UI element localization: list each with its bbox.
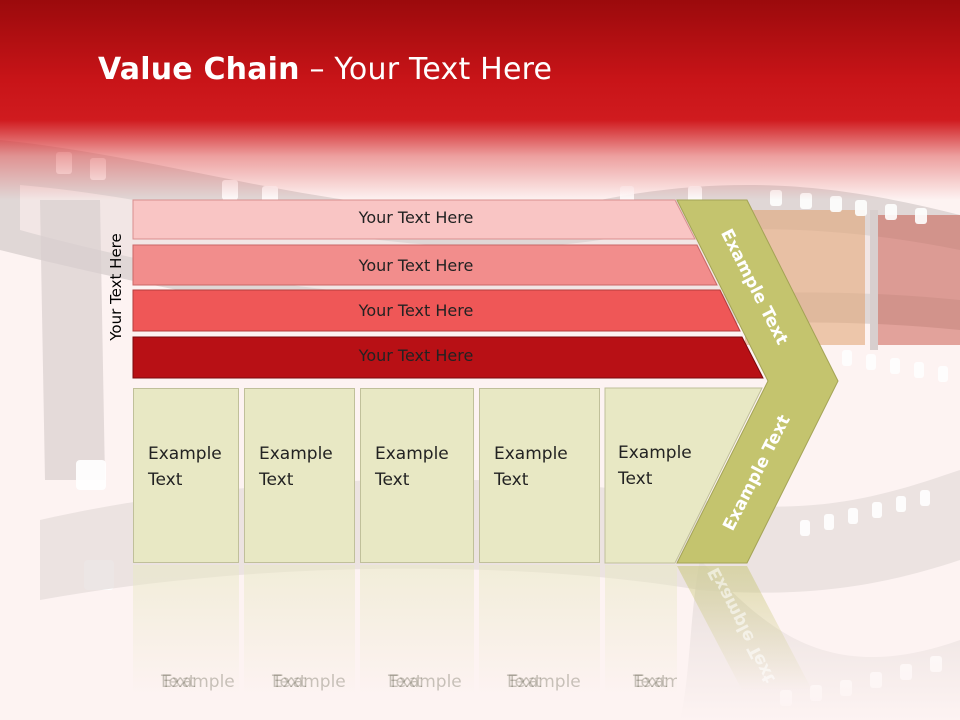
title-bold: Value Chain <box>98 52 300 87</box>
band-2 <box>132 244 718 286</box>
slide-title: Value Chain – Your Text Here <box>98 52 552 87</box>
chevron-reflection <box>677 566 812 690</box>
band-2-text: Your Text Here <box>358 256 474 275</box>
box-3-line2: Text <box>375 470 410 490</box>
box-5-line2: Text <box>618 469 653 489</box>
box-4-line2: Text <box>494 470 529 490</box>
box-5-line1: Example <box>618 443 692 463</box>
band-1 <box>132 199 696 240</box>
band-4 <box>132 336 764 379</box>
band-3-text: Your Text Here <box>358 301 474 320</box>
box-2-reflection-line2: Text <box>272 672 307 692</box>
band-1-text: Your Text Here <box>358 208 474 227</box>
chevron-arrow <box>676 199 839 564</box>
box-4-line1: Example <box>494 444 568 464</box>
band-4-text: Your Text Here <box>358 346 474 365</box>
vertical-label-text: Your Text Here <box>107 233 125 341</box>
box-2-line2: Text <box>259 470 294 490</box>
box-4-reflection-line2: Text <box>507 672 542 692</box>
box-1-line2: Text <box>148 470 183 490</box>
box-1-reflection-line2: Text <box>161 672 196 692</box>
box-3-line1: Example <box>375 444 449 464</box>
box-2-line1: Example <box>259 444 333 464</box>
box-1-line1: Example <box>148 444 222 464</box>
box-3-reflection-line2: Text <box>388 672 423 692</box>
band-3 <box>132 289 741 332</box>
box-5-reflection-line2: Text <box>633 672 668 692</box>
box-5-shape <box>604 387 763 564</box>
header-band <box>0 0 960 200</box>
title-rest: – Your Text Here <box>299 52 553 87</box>
